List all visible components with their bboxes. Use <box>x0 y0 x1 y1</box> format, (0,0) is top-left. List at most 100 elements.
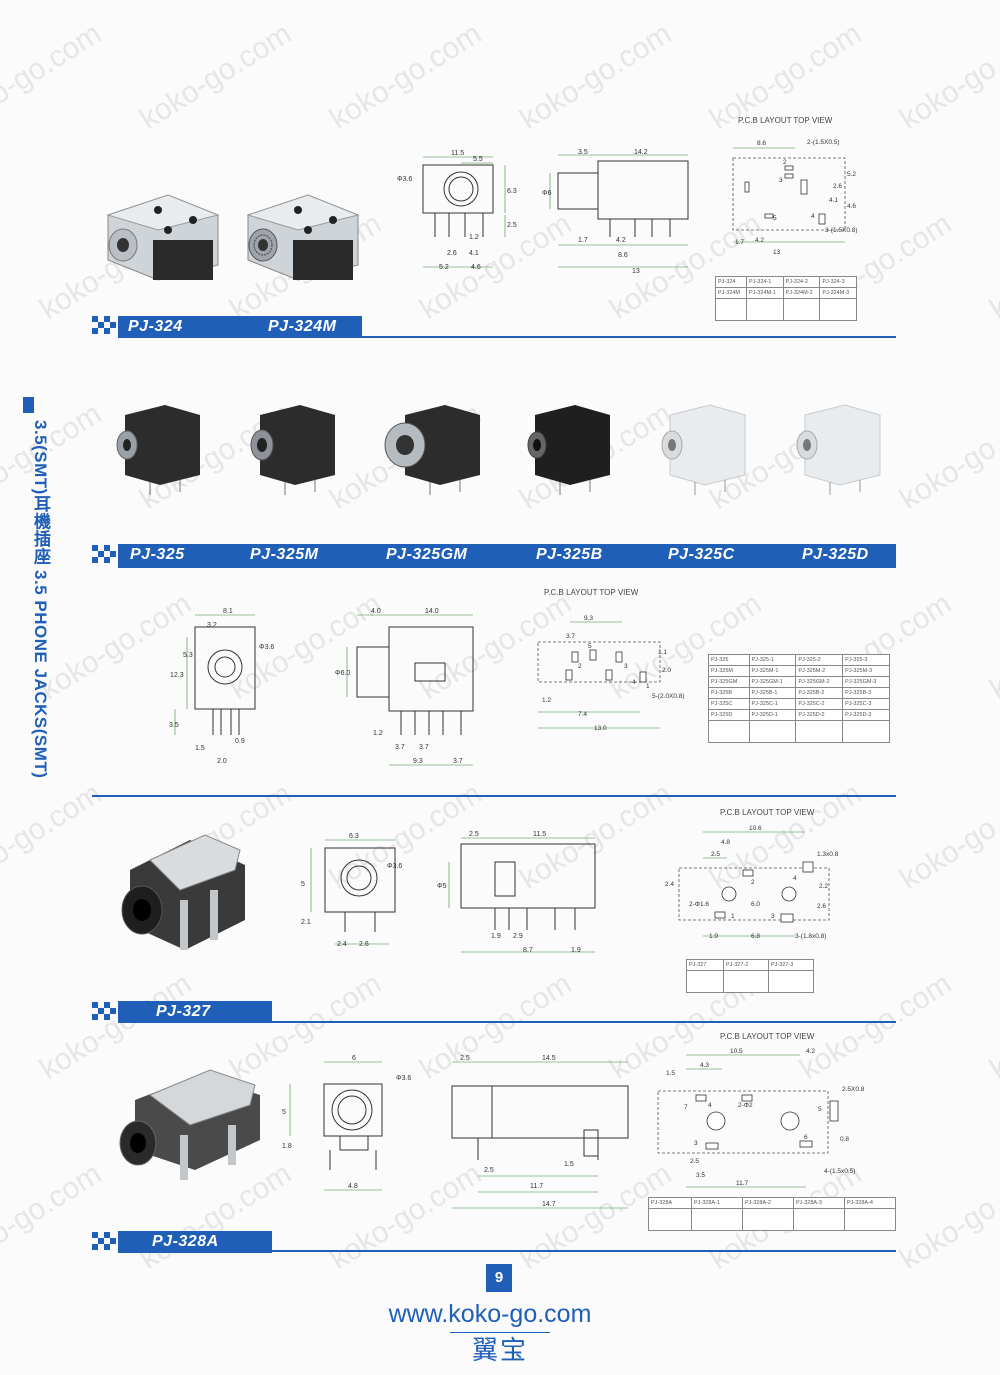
section-rule <box>118 1250 896 1252</box>
dim-label: 4.1 <box>829 197 838 204</box>
section-bar-pj-328a <box>118 1231 272 1253</box>
dim-label: 1.9 <box>571 947 581 954</box>
dim-label: 1.2 <box>542 697 551 704</box>
variant-cell: PJ-325B <box>708 687 750 699</box>
pin-label: 4 <box>632 679 636 686</box>
variant-cell: PJ-324M-2 <box>782 287 821 299</box>
section-checker <box>92 545 118 567</box>
pin-label: 3 <box>771 913 775 920</box>
variant-cell: PJ-325GM-2 <box>795 676 844 688</box>
dim-label: 4.6 <box>847 203 856 210</box>
front-view-drawing-pj-327: 6.3 Φ3.6 5 2.1 2.4 2.6 <box>301 833 402 948</box>
variant-cell: PJ-325C <box>708 698 750 710</box>
variant-cell: PJ-325C-3 <box>842 698 890 710</box>
footer-website-link[interactable]: www.koko-go.com <box>388 1300 592 1328</box>
pin-label: 2 <box>578 663 582 670</box>
dim-label: 1.5 <box>195 745 205 752</box>
dim-label: 6.0 <box>751 901 760 908</box>
dim-label: 4.1 <box>469 250 479 257</box>
dim-label: 11.5 <box>451 150 464 157</box>
pin-label: 4 <box>811 213 815 220</box>
pin-label: 1 <box>731 913 735 920</box>
dim-label: 5.5 <box>473 156 483 163</box>
dim-label: 3.7 <box>566 633 575 640</box>
variant-cell: PJ-324M <box>714 287 748 299</box>
dim-label: 4.8 <box>721 839 730 846</box>
schematic-cell <box>767 970 815 993</box>
pcb-layout-caption: P.C.B LAYOUT TOP VIEW <box>544 588 639 597</box>
pcb-layout-caption: P.C.B LAYOUT TOP VIEW <box>720 1032 815 1041</box>
side-view-drawing-pj-324: 3.5 14.2 Φ6 1.7 4.2 8.6 13 <box>542 149 689 275</box>
pin-label: 7 <box>684 1104 688 1111</box>
section-rule <box>118 1021 896 1023</box>
schematic-cell <box>714 298 748 321</box>
product-photo-pj-327 <box>121 834 245 950</box>
side-label-marker <box>23 397 34 413</box>
dim-label: 4.3 <box>700 1062 709 1069</box>
dim-label: 2.6 <box>359 941 369 948</box>
dim-label: Φ5 <box>437 883 447 890</box>
variant-cell: PJ-325C-1 <box>748 698 797 710</box>
variant-cell: PJ-325GM-1 <box>748 676 797 688</box>
pin-label: 1 <box>646 683 650 690</box>
dim-label: 1.3x0.8 <box>817 851 839 858</box>
dim-label: 13 <box>773 249 781 256</box>
footer-brand-name: 翼宝 <box>471 1335 528 1365</box>
model-label: PJ-324 <box>128 318 183 335</box>
dim-label: 2.5 <box>469 831 479 838</box>
dim-label: 8.1 <box>223 608 233 615</box>
variant-cell: PJ-325D <box>708 709 750 721</box>
pin-label: 4 <box>708 1102 712 1109</box>
watermark-text: koko-go.com <box>894 1157 1000 1277</box>
model-label: PJ-325GM <box>386 546 468 563</box>
watermark-text: koko-go.com <box>0 397 108 517</box>
dim-label: 2.6 <box>447 250 457 257</box>
dim-label: 14.2 <box>634 149 648 156</box>
dim-label: Φ3.6 <box>396 1075 411 1082</box>
model-label: PJ-325D <box>802 546 869 563</box>
dim-label: 6 <box>352 1055 356 1062</box>
side-view-drawing-pj-325: 4.0 14.0 Φ6.0 1.2 3.7 3.7 9.3 3.7 <box>335 608 474 766</box>
dim-label: Φ3.6 <box>387 863 402 870</box>
dim-label: 1.1 <box>658 649 667 656</box>
dim-label: 2.5 <box>484 1167 494 1174</box>
pcb-layout-pj-327: 10.6 4.8 2.5 1.3x0.8 2.4 2 4 2.2 2-Φ1.6 … <box>665 825 839 940</box>
product-photo-pj-328a <box>119 1069 260 1180</box>
dim-label: 1.2 <box>469 234 479 241</box>
dim-label: 13 <box>632 268 640 275</box>
dim-label: 1.7 <box>735 239 744 246</box>
variant-cell: PJ-325M-2 <box>795 665 844 677</box>
variant-cell: PJ-327 <box>686 959 724 971</box>
dim-label: 1.5 <box>564 1161 574 1168</box>
dim-label: 13.0 <box>594 725 607 732</box>
variant-cell: PJ-324M-1 <box>746 287 784 299</box>
dim-label: 4-(1.5x0.5) <box>824 1168 855 1175</box>
section-bar-pj-327 <box>118 1001 272 1023</box>
dim-label: 3.2 <box>207 622 217 629</box>
watermark-text: koko-go.com <box>984 207 1000 327</box>
dim-label: 14.0 <box>425 608 439 615</box>
dim-label: 10.6 <box>749 825 762 832</box>
dim-label: 6.3 <box>507 188 517 195</box>
dim-label: 8.7 <box>523 947 533 954</box>
pin-label: 2 <box>783 159 787 166</box>
dim-label: 2.5 <box>507 222 517 229</box>
model-label: PJ-327 <box>156 1003 211 1020</box>
dim-label: 6.8 <box>751 933 760 940</box>
dim-label: 4.6 <box>471 264 481 271</box>
variant-cell: PJ-324-2 <box>782 276 821 288</box>
section-divider <box>92 795 896 797</box>
dim-label: 3.7 <box>419 744 429 751</box>
schematic-cell <box>648 1208 692 1231</box>
dim-label: 3.7 <box>395 744 405 751</box>
footer-underline <box>450 1332 550 1333</box>
dim-label: 4.2 <box>616 237 626 244</box>
schematic-cell <box>690 1208 743 1231</box>
dim-label: 5 <box>301 881 305 888</box>
dim-label: 2-Φ1.6 <box>689 901 709 908</box>
pin-label: 3 <box>779 177 783 184</box>
side-view-drawing-pj-327: 2.5 11.5 Φ5 1.9 2.9 8.7 1.9 <box>437 831 596 954</box>
dim-label: 2.0 <box>662 667 671 674</box>
